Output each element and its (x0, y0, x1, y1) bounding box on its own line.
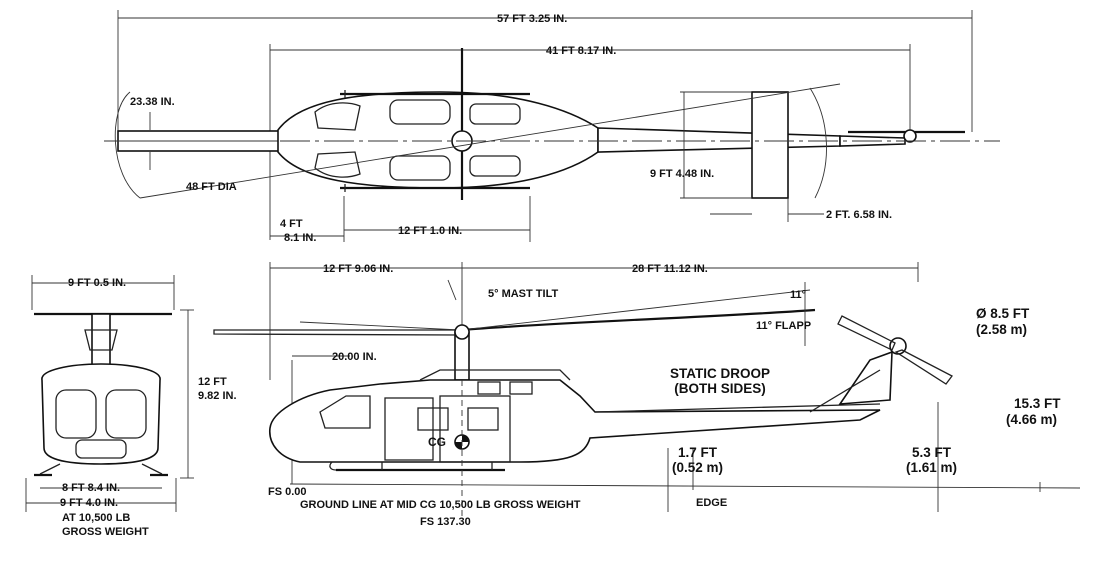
flap-up-label: 11° (790, 289, 807, 301)
front-height-label-a: 12 FT (198, 376, 227, 388)
stabilizer-span-label: 9 FT 4.48 IN. (650, 168, 715, 180)
tail-rotor-diameter-label-a: Ø 8.5 FT (976, 306, 1030, 321)
edge-label: EDGE (696, 497, 728, 509)
boom-width-label: 23.38 IN. (130, 96, 175, 108)
static-droop-label-a: STATIC DROOP (670, 366, 770, 381)
tail-height-label-a: 15.3 FT (1014, 396, 1061, 411)
hub-height-label: 20.00 IN. (332, 351, 377, 363)
stabilizer-chord-label: 2 FT. 6.58 IN. (826, 209, 893, 221)
ground-clearance-label-b: (0.52 m) (672, 460, 724, 475)
gear-width-label: 9 FT 4.0 IN. (60, 497, 119, 509)
fs-zero-label: FS 0.00 (268, 486, 307, 498)
fuselage-length-label: 41 FT 8.17 IN. (546, 45, 617, 57)
nose-to-mast-label: 12 FT 9.06 IN. (323, 263, 394, 275)
gear-note-label-b: GROSS WEIGHT (62, 526, 149, 538)
front-height-label-b: 9.82 IN. (198, 390, 237, 402)
mast-to-tail-label: 28 FT 11.12 IN. (632, 263, 708, 275)
front-view (25, 275, 194, 512)
skid-track-label: 8 FT 8.4 IN. (62, 482, 121, 494)
tail-clearance-label-b: (1.61 m) (906, 460, 958, 475)
front-width-label: 9 FT 0.5 IN. (68, 277, 127, 289)
cg-label: CG (428, 435, 446, 449)
ground-line-label: GROUND LINE AT MID CG 10,500 LB GROSS WE… (300, 499, 581, 511)
fs-cg-label: FS 137.30 (420, 516, 471, 528)
static-droop-label-b: (BOTH SIDES) (674, 381, 766, 396)
ground-clearance-label-a: 1.7 FT (678, 445, 718, 460)
tail-rotor-diameter-label-b: (2.58 m) (976, 322, 1028, 337)
skid-length-label: 12 FT 1.0 IN. (398, 225, 463, 237)
tail-clearance-label-a: 5.3 FT (912, 445, 952, 460)
nose-offset-label-a: 4 FT (280, 218, 303, 230)
top-view (104, 10, 1000, 242)
mast-tilt-label: 5° MAST TILT (488, 288, 559, 300)
side-view (213, 262, 1081, 520)
rotor-diameter-label: 48 FT DIA (186, 181, 237, 193)
gear-note-label-a: AT 10,500 LB (62, 512, 131, 524)
tail-height-label-b: (4.66 m) (1006, 412, 1058, 427)
flap-down-label: 11° FLAPP (756, 320, 812, 332)
nose-offset-label-b: 8.1 IN. (284, 232, 317, 244)
overall-length-label: 57 FT 3.25 IN. (497, 13, 568, 25)
